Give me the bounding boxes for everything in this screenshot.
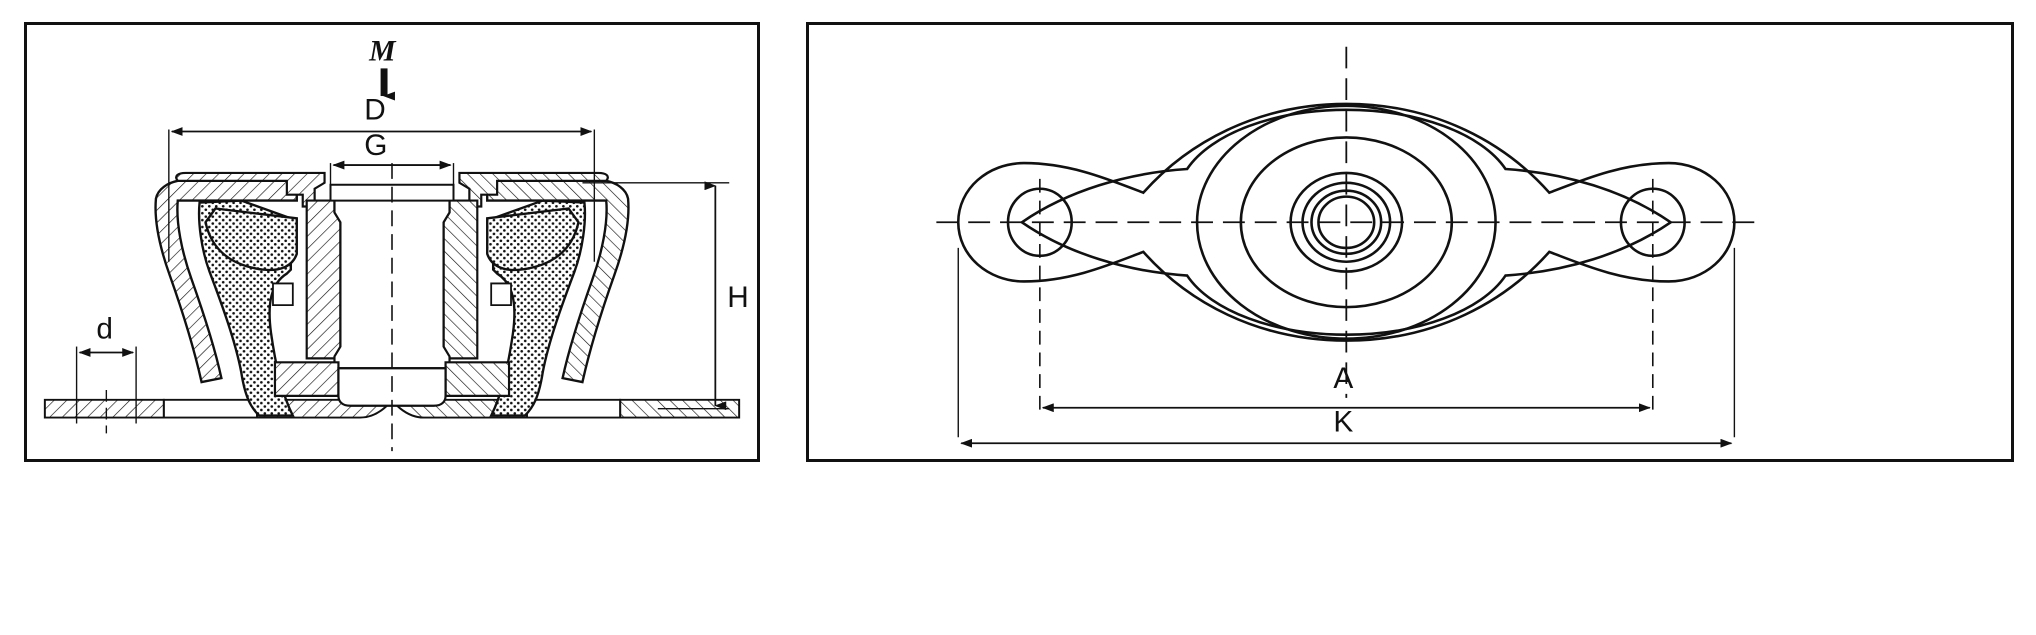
plan-view-drawing: A K [936,46,1757,448]
inner-sleeve-left [305,199,342,360]
washer-plate-left [273,361,340,397]
washer-plate-right [444,361,511,397]
load-dimension-M: M [368,36,397,101]
rubber-element-right-upper [486,207,580,272]
base-flange-right-hole [525,398,622,419]
plan-view-panel: A K [806,22,2014,462]
foot-label-d: d [96,313,113,346]
cap-top-left [175,171,326,208]
overall-dimension-K: K [960,405,1733,448]
mount-body [43,171,741,419]
load-label-M: M [368,36,397,68]
cross-section-drawing: M D G H [43,36,749,452]
overall-label-K: K [1333,405,1353,438]
cap-top-right [458,171,609,208]
height-label-H: H [727,281,748,314]
diameter-label-D: D [364,94,385,127]
diameter-dimension-D: D [168,94,596,262]
hole-spacing-label-A: A [1333,362,1353,395]
hole-spacing-dimension-A: A [1041,362,1651,413]
inner-sleeve-right [442,199,479,360]
step-detail-right [490,282,512,307]
bore-label-G: G [364,129,387,162]
cross-section-panel: M D G H [24,22,760,462]
foot-dimension-d: d [75,313,137,434]
step-detail-left [272,282,294,307]
base-flange-left-hatch [43,398,165,419]
height-dimension-H: H [582,181,749,411]
bore-dimension-G: G [329,129,455,199]
base-flange-left-hole [162,398,259,419]
rubber-element-left-upper [204,207,298,272]
